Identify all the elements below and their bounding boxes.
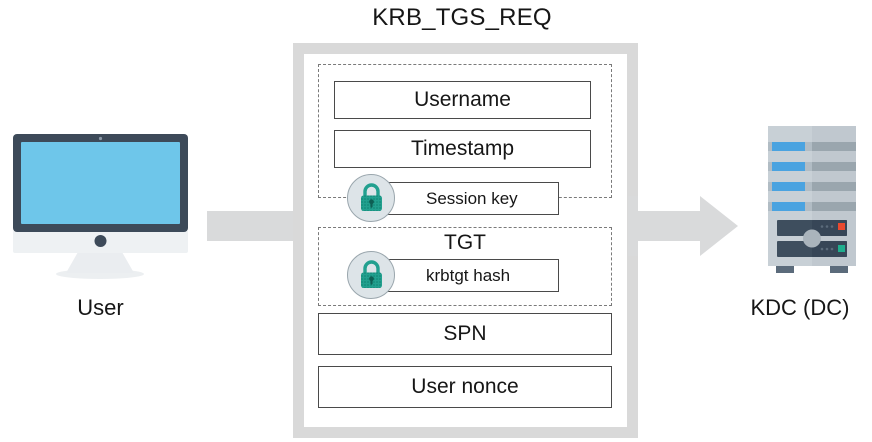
- desktop-monitor-icon: [8, 132, 193, 282]
- field-timestamp: Timestamp: [334, 130, 591, 168]
- group-label-tgt: TGT: [444, 231, 486, 254]
- encrypted-row-krbtgt-hash: krbtgt hash: [347, 251, 559, 299]
- lock-icon: [347, 251, 395, 299]
- server-tower-icon: [762, 124, 862, 279]
- field-username: Username: [334, 81, 591, 119]
- page-title: KRB_TGS_REQ: [372, 4, 552, 31]
- kdc-label: KDC (DC): [750, 295, 850, 320]
- user-label: User: [77, 295, 124, 320]
- group-tgt: [318, 227, 612, 306]
- arrow-to-kdc: [628, 196, 738, 256]
- field-krbtgt-hash: krbtgt hash: [373, 259, 559, 292]
- field-spn: SPN: [318, 313, 612, 355]
- field-user-nonce: User nonce: [318, 366, 612, 408]
- encrypted-row-session-key: Session key: [347, 174, 559, 222]
- field-session-key: Session key: [373, 182, 559, 215]
- lock-icon: [347, 174, 395, 222]
